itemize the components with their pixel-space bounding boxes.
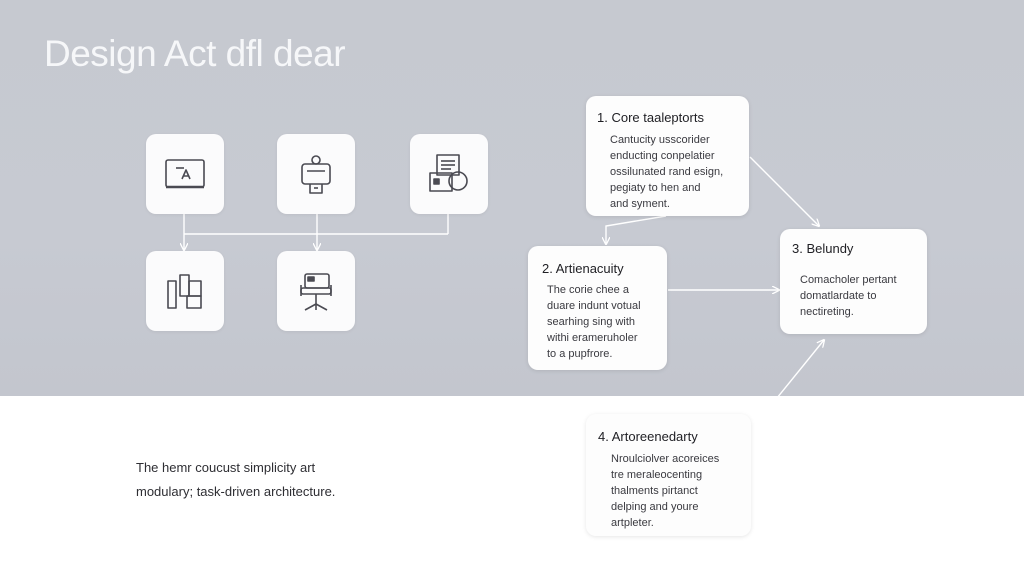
- step-card-body: Comacholer pertant domatlardate to necti…: [800, 274, 897, 318]
- step-card-body: Nroulciolver acoreices tre meraleocentin…: [611, 453, 720, 529]
- step-card-body: Cantucity usscorider enducting conpelati…: [610, 134, 724, 210]
- connector-line: [749, 156, 819, 226]
- clipboard-icon: [301, 155, 331, 194]
- step-card-body: The corie chee a duare indunt votual sea…: [547, 284, 641, 360]
- office-chair-tile[interactable]: [277, 251, 355, 331]
- connector-line: [750, 340, 824, 431]
- footer-caption: The hemr coucust simplicity art modulary…: [136, 456, 335, 504]
- clipboard-tile[interactable]: [277, 134, 355, 214]
- blocks-icon: [167, 274, 202, 309]
- step-card-title: 2. Artienacuity: [542, 261, 624, 276]
- whiteboard-tile[interactable]: [146, 134, 224, 214]
- step-card-4[interactable]: 4. Artoreenedarty Nroulciolver acoreices…: [586, 414, 751, 536]
- step-card-2[interactable]: 2. Artienacuity The corie chee a duare i…: [528, 246, 667, 370]
- step-card-title: 1. Core taaleptorts: [597, 110, 704, 125]
- footer-caption-line: modulary; task-driven architecture.: [136, 484, 336, 499]
- step-card-title: 4. Artoreenedarty: [598, 429, 698, 444]
- page-title: Design Act dfl dear: [44, 33, 346, 74]
- document-printer-icon: [429, 154, 468, 192]
- office-chair-icon: [300, 273, 332, 311]
- blocks-tile[interactable]: [146, 251, 224, 331]
- step-card-1[interactable]: 1. Core taaleptorts Cantucity usscorider…: [586, 96, 749, 216]
- whiteboard-icon: [165, 159, 205, 189]
- footer-caption-line: The hemr coucust simplicity art: [136, 460, 316, 475]
- step-card-3[interactable]: 3. Belundy Comacholer pertant domatlarda…: [780, 229, 927, 334]
- document-printer-tile[interactable]: [410, 134, 488, 214]
- connector-line: [606, 215, 667, 244]
- step-card-title: 3. Belundy: [792, 241, 854, 256]
